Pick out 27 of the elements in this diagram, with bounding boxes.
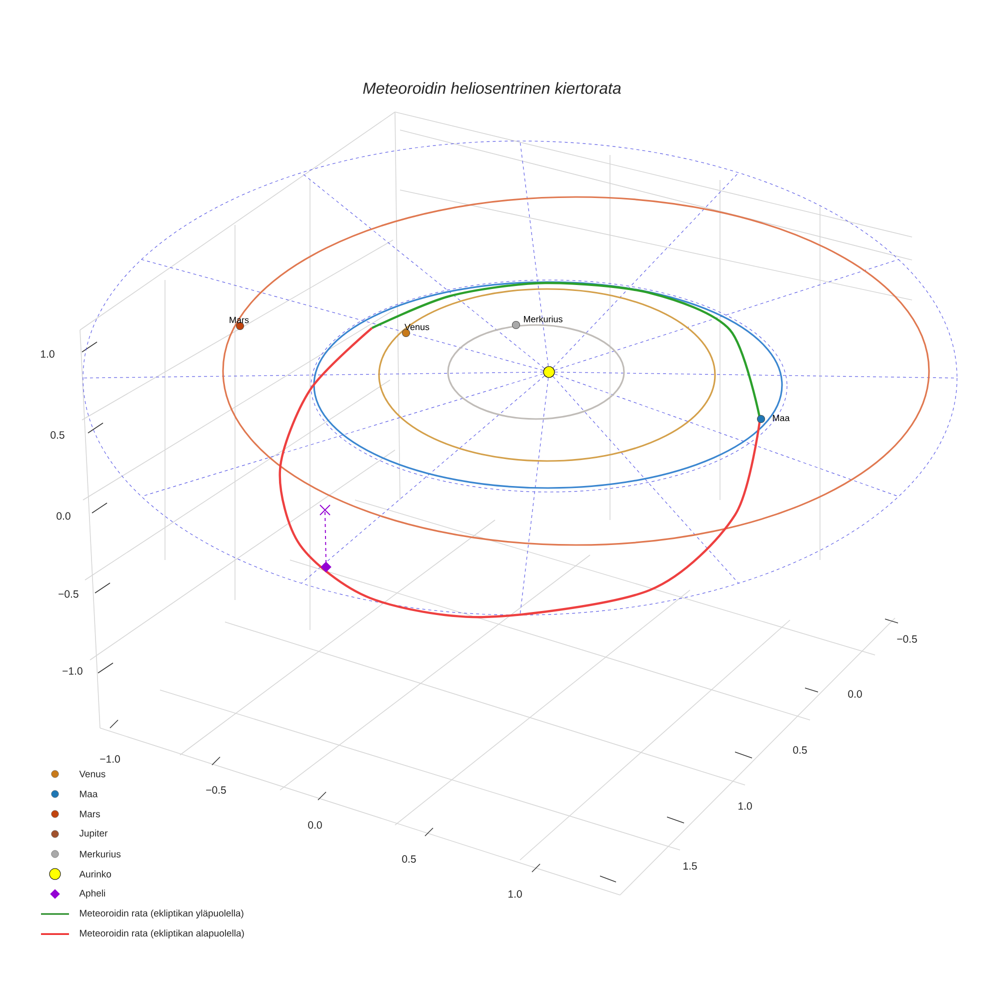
tick-label: 1.0 [508, 890, 522, 898]
tick-label: 0.5 [50, 431, 64, 439]
planet-label: Merkurius [524, 316, 562, 322]
tick-label: 0.0 [848, 690, 862, 698]
tick-label: −0.5 [58, 590, 78, 598]
tick-label: −0.5 [897, 635, 917, 643]
tick-label: 1.0 [738, 802, 752, 810]
tick-label: 0.0 [308, 821, 322, 829]
tick-label: −1.0 [62, 667, 82, 675]
tick-label: 0.5 [402, 855, 416, 863]
legend-label: Jupiter [79, 830, 108, 838]
legend-label: Meteoroidin rata (ekliptikan alapuolella) [80, 930, 244, 938]
tick-label: 1.5 [684, 862, 697, 870]
legend-label: Merkurius [80, 850, 121, 858]
legend-label: Venus [79, 770, 106, 778]
tick-label: −1.0 [100, 755, 120, 763]
legend-label: Maa [80, 790, 98, 798]
tick-label: 1.0 [41, 350, 54, 358]
title: Meteoroidin heliosentrinen kiertorata [363, 82, 621, 94]
legend-label: Mars [80, 810, 100, 818]
tick-label: −0.5 [206, 786, 226, 794]
tick-label: 0.5 [793, 746, 807, 754]
legend-label: Meteoroidin rata (ekliptikan yläpuolella) [80, 910, 244, 918]
planet-label: Maa [772, 414, 790, 422]
tick-label: 0.0 [56, 512, 70, 520]
legend-label: Aurinko [79, 870, 112, 878]
legend-label: Apheli [79, 890, 105, 898]
